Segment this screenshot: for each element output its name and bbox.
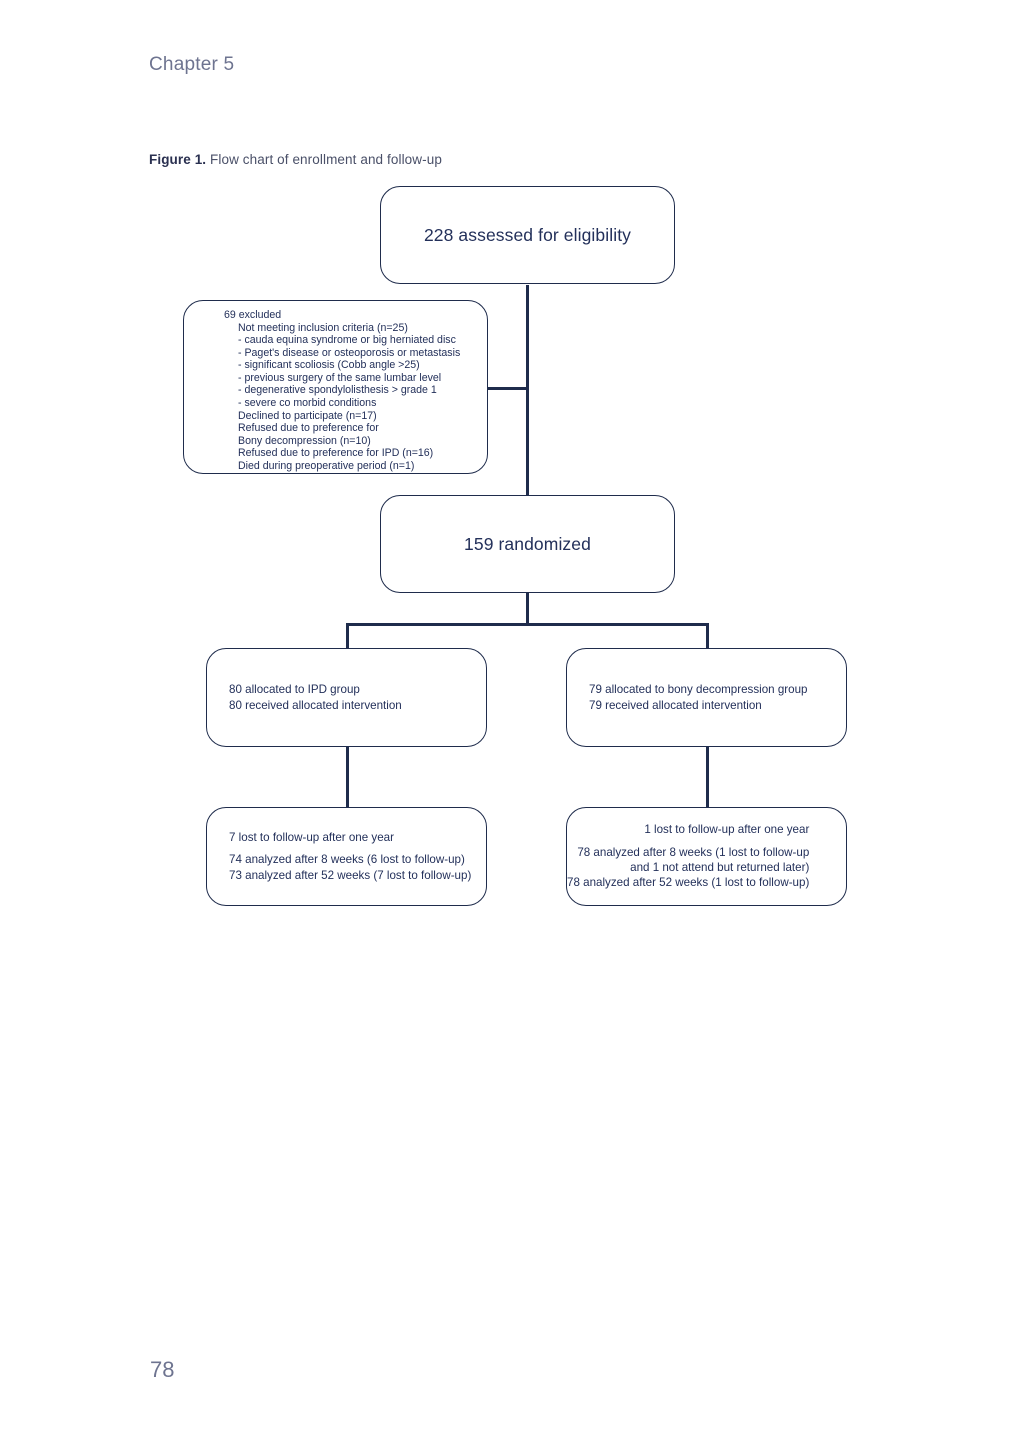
followup-left-line-3: 73 analyzed after 52 weeks (7 lost to fo… [229,868,472,882]
node-followup-ipd[interactable]: 7 lost to follow-up after one year 74 an… [206,807,487,906]
followup-left-line-2: 74 analyzed after 8 weeks (6 lost to fol… [229,853,465,867]
connector-trunk-to-excluded [487,387,528,390]
followup-left-line-1: 7 lost to follow-up after one year [229,830,394,844]
excluded-line-13: Died during preoperative period (n=1) [238,459,415,472]
node-allocation-bony-content: 79 allocated to bony decompression group… [567,682,808,713]
connector-alloc-right-to-followup [706,746,709,808]
followup-right-line-2: 78 analyzed after 8 weeks (1 lost to fol… [577,845,810,859]
figure-caption: Figure 1. Flow chart of enrollment and f… [149,152,442,167]
figure-caption-text: Flow chart of enrollment and follow-up [206,152,442,167]
excluded-line-1: 69 excluded [224,309,282,321]
excluded-line-9: Declined to participate (n=17) [238,409,377,422]
excluded-line-5: - significant scoliosis (Cobb angle >25) [238,359,420,372]
excluded-line-4: - Paget's disease or osteoporosis or met… [238,346,461,359]
node-followup-bony-content: 1 lost to follow-up after one year 78 an… [567,822,819,891]
followup-right-spacer [567,838,809,845]
excluded-line-3: - cauda equina syndrome or big herniated… [238,334,456,347]
node-allocation-ipd[interactable]: 80 allocated to IPD group 80 received al… [206,648,487,747]
alloc-left-line-2: 80 received allocated intervention [229,698,402,712]
connector-randomized-stem [526,592,529,625]
followup-right-line-1: 1 lost to follow-up after one year [644,823,810,837]
node-allocation-bony-decompression[interactable]: 79 allocated to bony decompression group… [566,648,847,747]
excluded-line-6: - previous surgery of the same lumbar le… [238,371,442,384]
connector-split-right-drop [706,623,709,649]
excluded-line-7: - degenerative spondylolisthesis > grade… [238,384,437,397]
connector-assessed-to-randomized [526,285,529,504]
node-excluded[interactable]: 69 excluded Not meeting inclusion criter… [183,300,488,474]
flow-chart: 228 assessed for eligibility 69 excluded… [183,186,847,906]
chapter-header: Chapter 5 [149,54,235,75]
alloc-right-line-2: 79 received allocated intervention [589,698,762,712]
connector-split-bar [346,623,709,626]
node-excluded-content: 69 excluded Not meeting inclusion criter… [184,309,460,472]
connector-alloc-left-to-followup [346,746,349,808]
node-followup-ipd-content: 7 lost to follow-up after one year 74 an… [207,830,471,883]
excluded-line-12: Refused due to preference for IPD (n=16) [238,447,434,460]
followup-right-line-4: 78 analyzed after 52 weeks (1 lost to fo… [567,876,810,890]
alloc-right-line-1: 79 allocated to bony decompression group [589,683,808,697]
node-followup-bony-decompression[interactable]: 1 lost to follow-up after one year 78 an… [566,807,847,906]
node-allocation-ipd-content: 80 allocated to IPD group 80 received al… [207,682,402,713]
node-randomized[interactable]: 159 randomized [380,495,675,593]
excluded-line-8: - severe co morbid conditions [238,396,377,409]
excluded-line-2: Not meeting inclusion criteria (n=25) [238,321,408,334]
page-number: 78 [150,1357,175,1382]
connector-split-left-drop [346,623,349,649]
node-assessed-label: 228 assessed for eligibility [423,224,632,245]
excluded-line-10: Refused due to preference for [238,422,379,435]
alloc-left-line-1: 80 allocated to IPD group [229,683,360,697]
excluded-line-11: Bony decompression (n=10) [238,434,371,447]
node-assessed-for-eligibility[interactable]: 228 assessed for eligibility [380,186,675,284]
node-randomized-label: 159 randomized [464,533,591,554]
followup-left-spacer [229,845,471,852]
followup-right-line-3: and 1 not attend but returned later) [630,861,810,874]
figure-caption-label: Figure 1. [149,152,207,167]
